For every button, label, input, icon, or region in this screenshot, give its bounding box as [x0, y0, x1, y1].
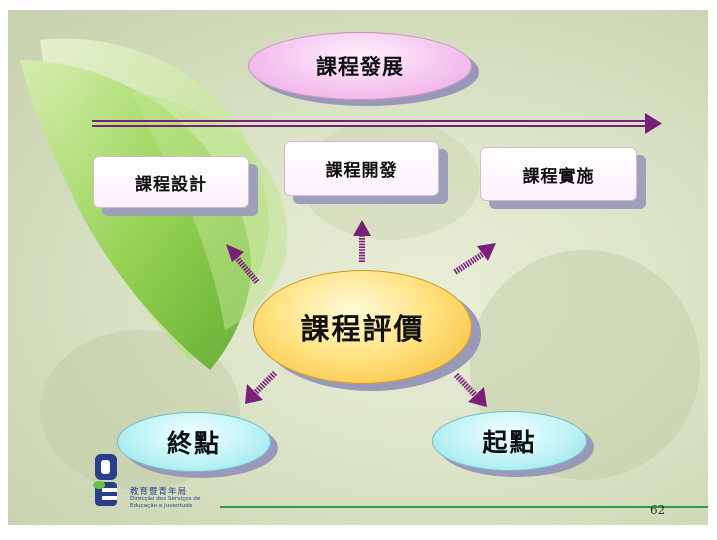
logo-chinese-text: 教育暨青年局	[130, 487, 188, 497]
dsej-logo: 教育暨青年局 Direcção dos Serviços de Educação…	[92, 452, 222, 510]
arrow-to-end	[253, 370, 278, 395]
timeline-arrow-head	[645, 113, 662, 134]
end-point-ellipse: 終點	[117, 412, 271, 472]
curriculum-develop-box: 課程開發	[284, 141, 439, 196]
curriculum-design-label: 課程設計	[135, 174, 207, 195]
dsej-logo-mark-icon	[93, 454, 117, 506]
start-point-ellipse: 起點	[432, 411, 587, 471]
arrow-to-start	[453, 372, 479, 399]
curriculum-evaluation-ellipse: 課程評價	[253, 270, 472, 384]
page-number: 62	[650, 503, 666, 517]
arrow-to-implement	[453, 251, 485, 275]
curriculum-evaluation-label: 課程評價	[300, 312, 425, 346]
start-point-label: 起點	[482, 428, 537, 457]
curriculum-implement-box: 課程實施	[480, 147, 637, 201]
curriculum-development-label: 課程發展	[316, 54, 404, 79]
curriculum-develop-label: 課程開發	[325, 161, 398, 181]
end-point-label: 終點	[166, 429, 221, 458]
footer-divider	[220, 506, 708, 508]
curriculum-design-box: 課程設計	[93, 156, 249, 208]
curriculum-development-ellipse: 課程發展	[248, 32, 472, 100]
logo-portuguese-text: Direcção dos Serviços de Educação e Juve…	[130, 496, 201, 509]
curriculum-implement-label: 課程實施	[522, 166, 595, 187]
